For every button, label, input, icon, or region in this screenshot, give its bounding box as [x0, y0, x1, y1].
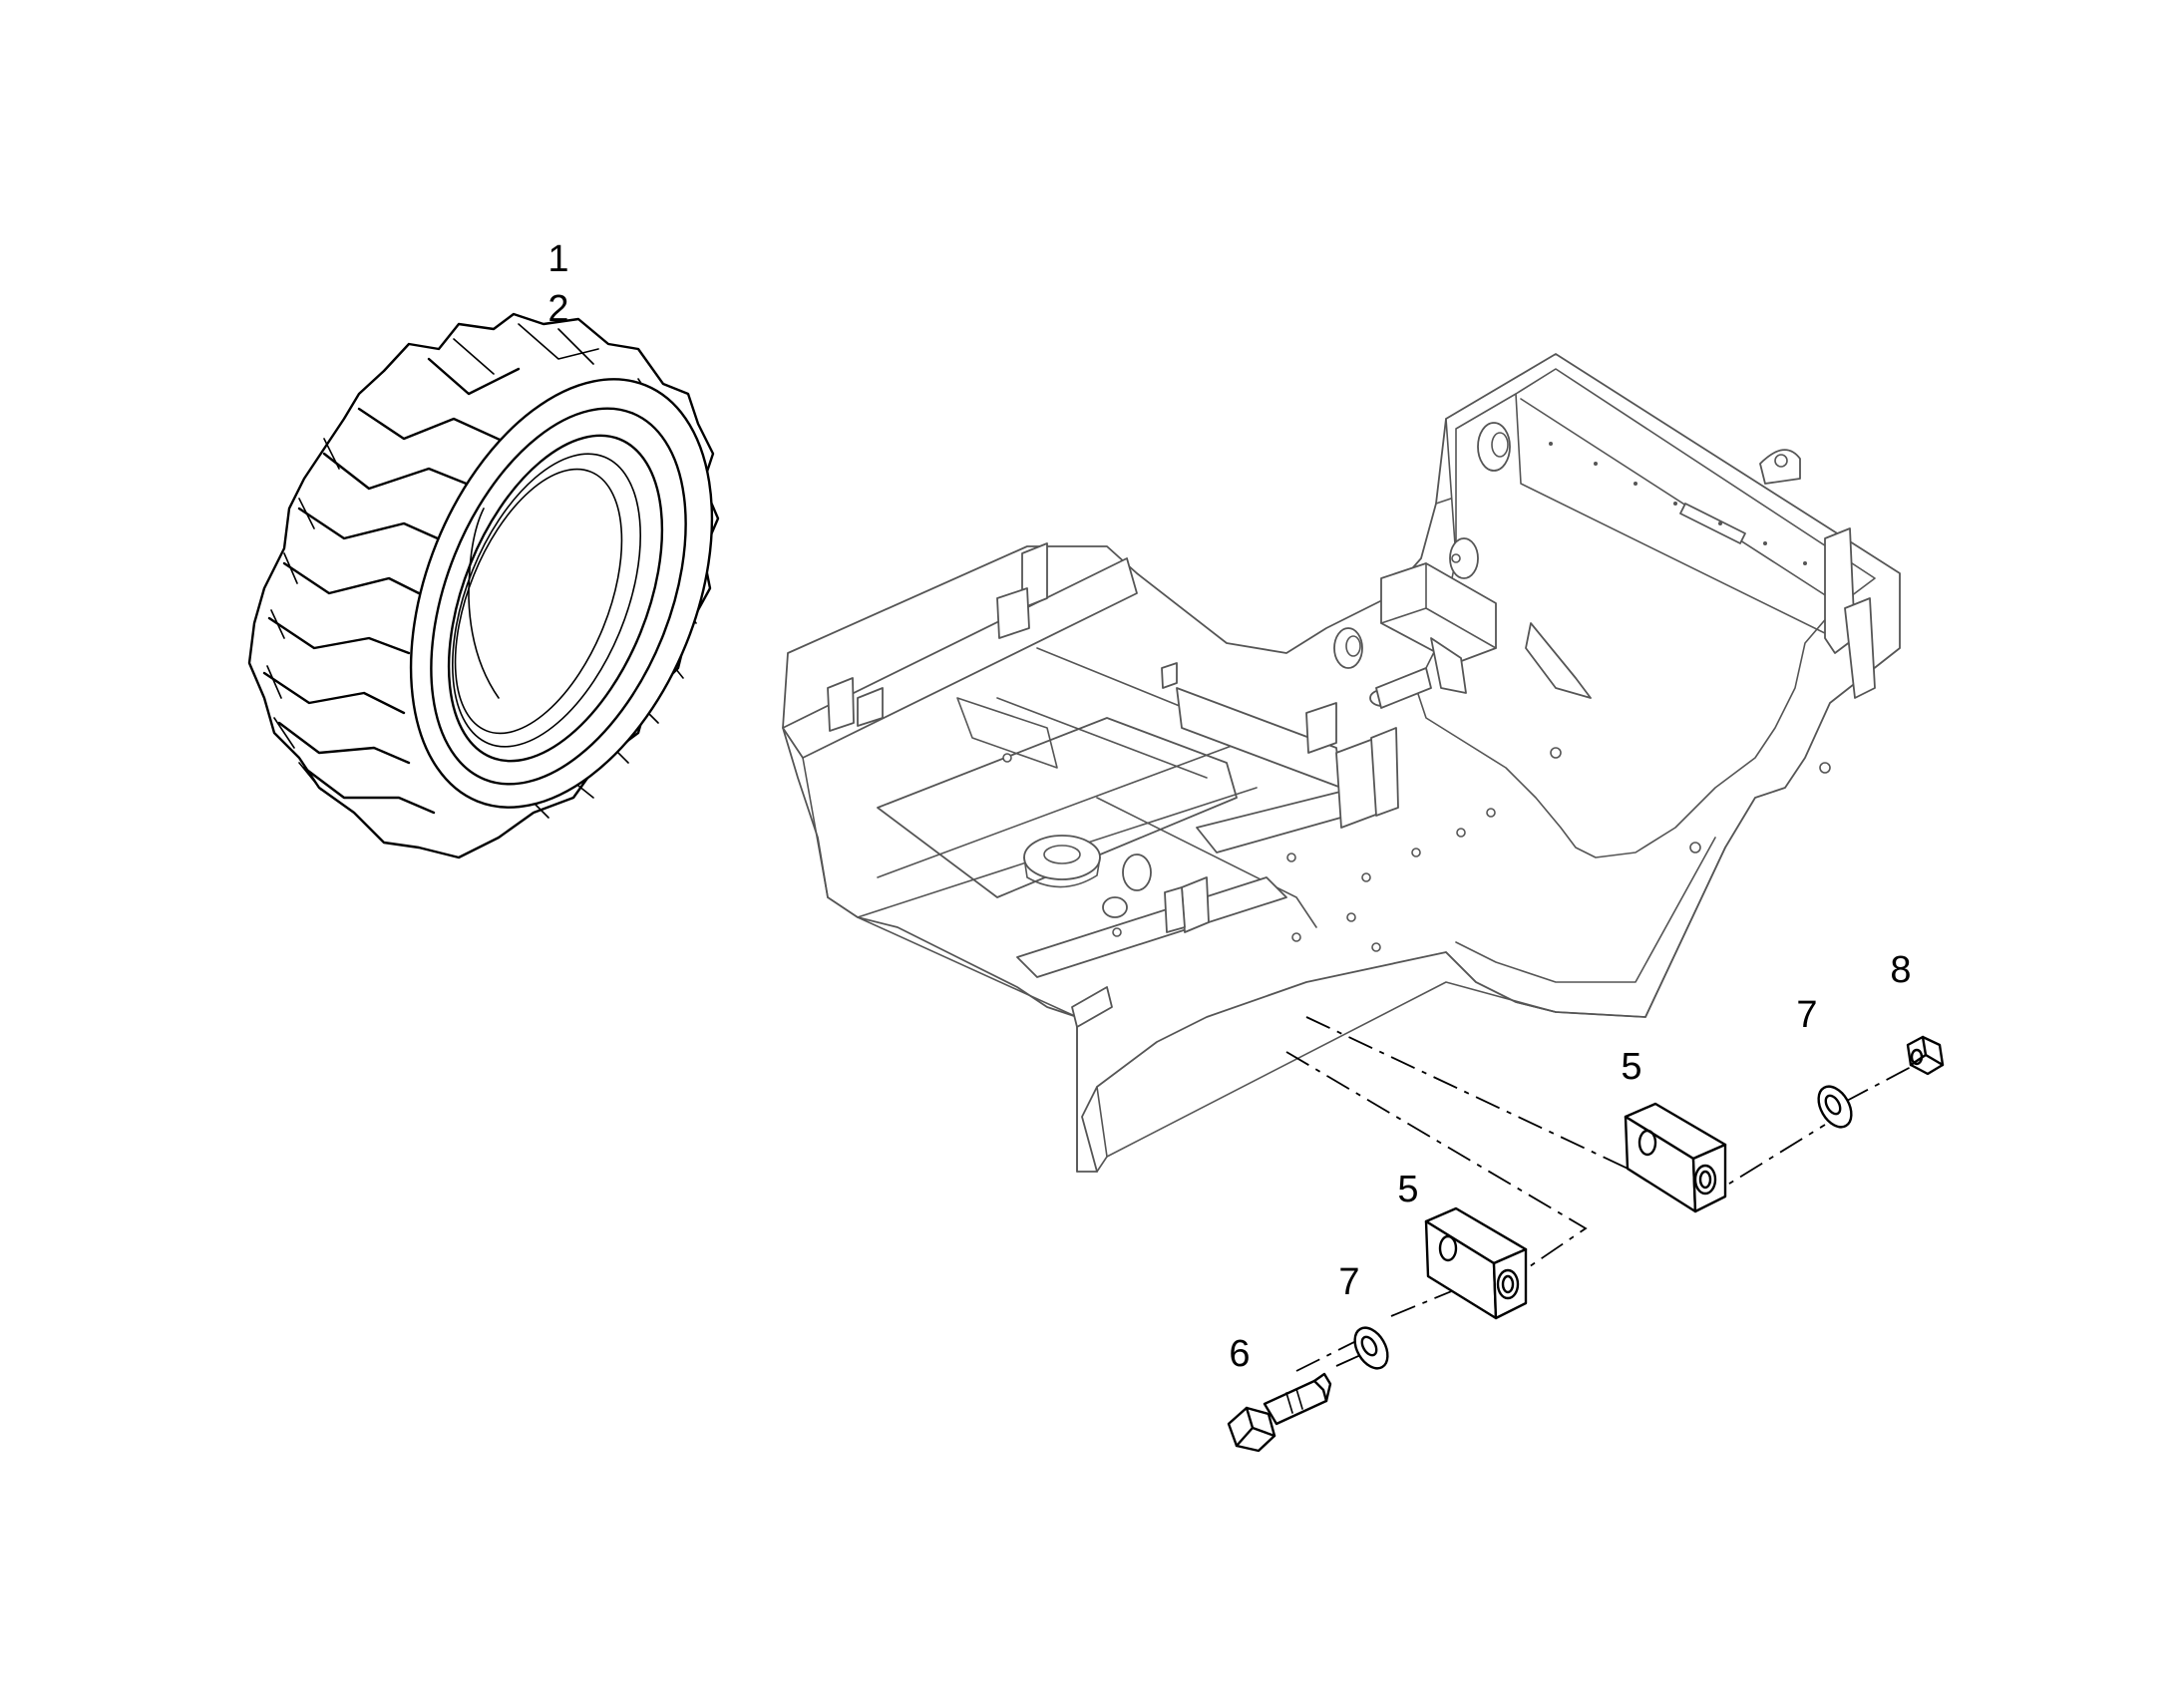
callout-8: 8 — [1890, 949, 1911, 991]
callout-5-upper: 5 — [1621, 1046, 1641, 1088]
spacer-block-lower — [1424, 1206, 1528, 1320]
machine-frame — [782, 353, 1901, 1173]
washer-upper — [1817, 1085, 1853, 1129]
callout-6: 6 — [1229, 1333, 1250, 1375]
callout-1: 1 — [547, 238, 568, 280]
spacer-block-upper — [1624, 1102, 1727, 1213]
callout-2: 2 — [547, 288, 568, 330]
callouts: 1 2 5 5 6 7 7 8 — [547, 238, 1911, 1375]
assembly-lines — [1285, 1016, 1916, 1372]
callout-7-lower: 7 — [1338, 1261, 1359, 1303]
rivet-row — [1549, 442, 1807, 565]
hex-nut — [1906, 1035, 1945, 1076]
callout-5-lower: 5 — [1397, 1169, 1418, 1210]
washer-lower — [1353, 1326, 1389, 1370]
callout-7-upper: 7 — [1796, 994, 1817, 1036]
hex-bolt — [1227, 1372, 1332, 1453]
tire-assembly — [247, 312, 720, 859]
